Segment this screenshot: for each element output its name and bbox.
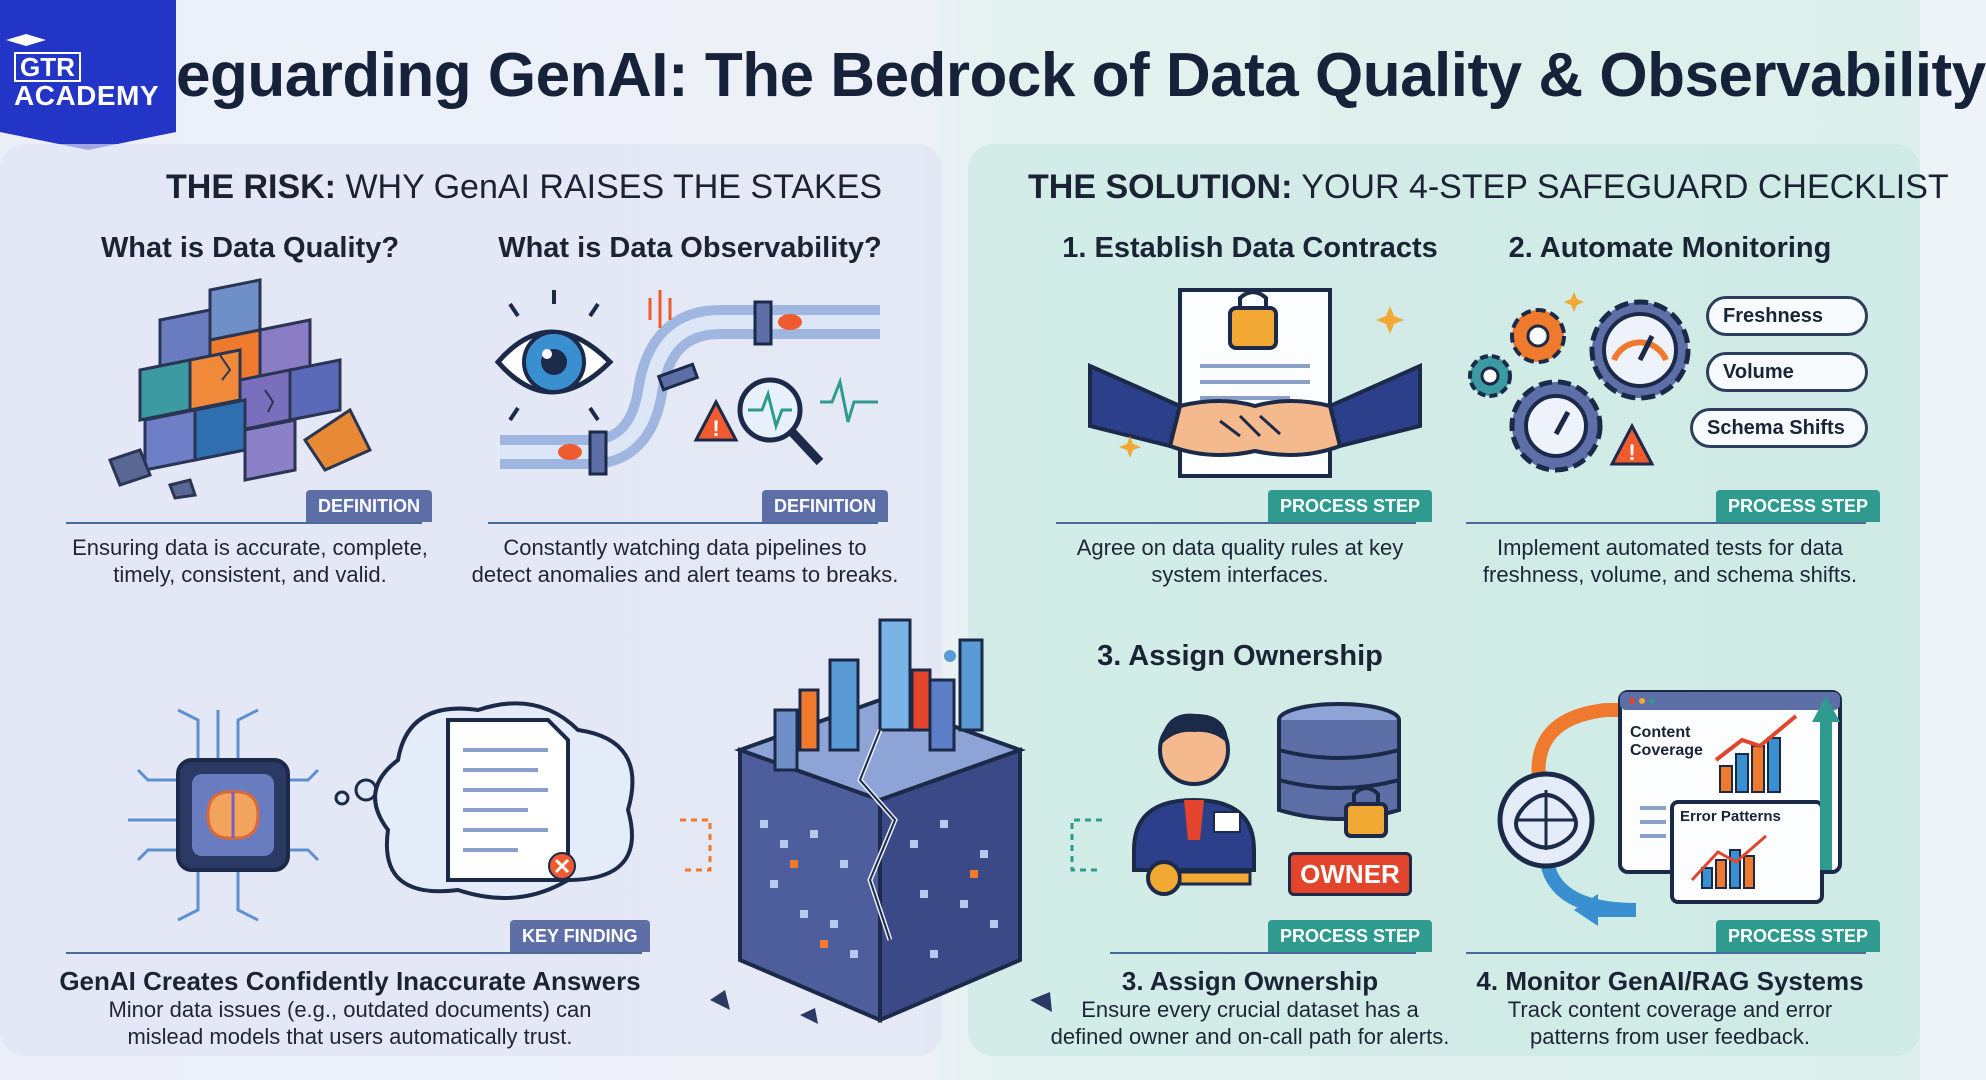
broken-cubes-icon (108, 278, 373, 500)
step1-divider (1056, 522, 1416, 524)
schema-shifts-pill: Schema Shifts (1690, 408, 1868, 448)
step4-divider (1466, 952, 1866, 954)
dq-desc-line-1: Ensuring data is accurate, complete, (72, 535, 428, 560)
step2-desc-line-1: Implement automated tests for data (1496, 535, 1844, 560)
do-divider (488, 522, 878, 524)
finding-description: Minor data issues (e.g., outdated docume… (40, 996, 660, 1050)
solution-heading-bold: THE SOLUTION: (1028, 168, 1293, 206)
step2-divider (1466, 522, 1866, 524)
right-connector-icon (1070, 818, 1102, 872)
owner-database-icon (1132, 702, 1401, 896)
step4-desc-line-2: patterns from user feedback. (1529, 1024, 1811, 1049)
svg-text:!: ! (712, 416, 719, 441)
do-desc-line-1: Constantly watching data pipelines to (503, 535, 867, 560)
logo-line-1: GTR (14, 52, 81, 82)
step3-desc-line-1: Ensure every crucial dataset has a (1081, 997, 1419, 1022)
error-patterns-label: Error Patterns (1680, 808, 1781, 825)
dq-description: Ensuring data is accurate, complete,time… (40, 534, 460, 588)
solution-section-heading: THE SOLUTION: YOUR 4-STEP SAFEGUARD CHEC… (1028, 168, 1949, 207)
risk-section-heading: THE RISK: WHY GenAI RAISES THE STAKES (166, 168, 882, 207)
step4-desc-line-1: Track content coverage and error (1507, 997, 1833, 1022)
step3-title: 3. Assign Ownership (1097, 640, 1383, 672)
step1-title: 1. Establish Data Contracts (1062, 232, 1438, 264)
step2-process-tag: PROCESS STEP (1716, 490, 1881, 522)
page-title: eguarding GenAI: The Bedrock of Data Qua… (176, 41, 1986, 110)
dq-desc-line-2: timely, consistent, and valid. (113, 562, 387, 587)
rag-monitor-icon (1497, 690, 1842, 926)
coverage-label-line-1: Content (1630, 724, 1691, 741)
owner-badge: OWNER (1288, 852, 1412, 896)
ai-brain-document-icon (128, 701, 635, 922)
step3-divider (1110, 952, 1416, 954)
step3-process-tag: PROCESS STEP (1268, 920, 1433, 952)
finding-title: GenAI Creates Confidently Inaccurate Ans… (59, 966, 641, 996)
solution-heading-rest: YOUR 4-STEP SAFEGUARD CHECKLIST (1292, 168, 1949, 206)
coverage-label-line-2: Coverage (1630, 742, 1703, 759)
step2-desc-line-2: freshness, volume, and schema shifts. (1482, 562, 1858, 587)
graduation-cap-icon (6, 34, 46, 46)
logo-line-2: ACADEMY (14, 80, 160, 111)
step3-desc-line-2: defined owner and on-call path for alert… (1050, 1024, 1450, 1049)
data-observability-title: What is Data Observability? (498, 232, 882, 264)
dq-definition-tag: DEFINITION (306, 490, 432, 522)
step3-heading: 3. Assign Ownership (1121, 966, 1379, 996)
dq-divider (66, 522, 422, 524)
finding-desc-line-2: mislead models that users automatically … (127, 1024, 573, 1049)
cracked-data-city-icon (710, 618, 1052, 1024)
risk-heading-rest: WHY GenAI RAISES THE STAKES (336, 168, 883, 206)
do-desc-line-2: detect anomalies and alert teams to brea… (471, 562, 899, 587)
key-finding-tag: KEY FINDING (510, 920, 650, 952)
step2-title: 2. Automate Monitoring (1508, 232, 1832, 264)
do-definition-tag: DEFINITION (762, 490, 888, 522)
data-quality-title: What is Data Quality? (100, 232, 400, 264)
step1-desc-line-1: Agree on data quality rules at key (1076, 535, 1404, 560)
eye-pipeline-icon: ! (494, 290, 880, 476)
volume-pill: Volume (1706, 352, 1868, 392)
finding-desc-line-1: Minor data issues (e.g., outdated docume… (108, 997, 592, 1022)
freshness-pill: Freshness (1706, 296, 1868, 336)
step1-desc-line-2: system interfaces. (1151, 562, 1329, 587)
contract-handshake-icon (1088, 288, 1422, 478)
gtr-academy-logo[interactable]: GTR ACADEMY (0, 0, 176, 150)
gears-gauge-icon: ! (1468, 292, 1691, 473)
risk-heading-bold: THE RISK: (166, 168, 336, 206)
left-connector-icon (680, 818, 712, 872)
svg-text:!: ! (1628, 440, 1635, 465)
step4-process-tag: PROCESS STEP (1716, 920, 1881, 952)
step4-heading: 4. Monitor GenAI/RAG Systems (1476, 966, 1864, 996)
step1-process-tag: PROCESS STEP (1268, 490, 1433, 522)
finding-divider (66, 952, 642, 954)
